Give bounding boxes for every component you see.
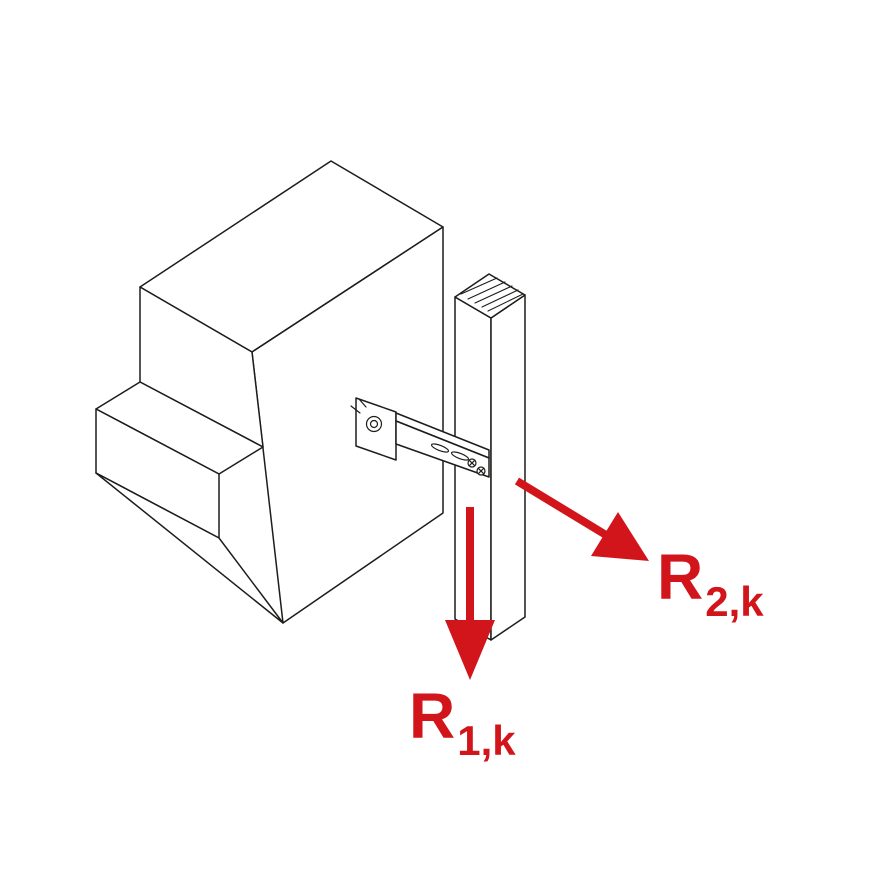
force-subscript-r2: 2,k	[705, 578, 764, 625]
bracket-screw	[476, 466, 486, 476]
force-subscript-r1: 1,k	[457, 717, 516, 764]
force-label-r2: R2,k	[657, 541, 764, 623]
post-right-face	[490, 294, 526, 641]
building-structure	[95, 160, 444, 624]
force-arrow-r2-diagonal	[514, 477, 649, 561]
force-label-r1: R1,k	[409, 680, 516, 762]
force-symbol-r2: R	[657, 541, 704, 613]
down-arrowhead	[445, 620, 495, 680]
bracket-arm-front-face	[395, 420, 490, 478]
post-end-grain-hatch	[460, 277, 524, 312]
diagonal-arrowhead	[591, 512, 649, 561]
force-arrow-r1-down	[445, 507, 495, 680]
angle-bracket	[350, 397, 490, 478]
stepped-base	[95, 286, 284, 624]
base-wedge	[95, 472, 284, 624]
bracket-arm	[395, 412, 490, 478]
bracket-slot	[450, 451, 470, 461]
bracket-bolt	[350, 398, 383, 433]
building-front-face	[251, 226, 444, 624]
arrow-shaft	[514, 477, 609, 539]
force-symbol-r1: R	[409, 680, 456, 752]
bracket-screw	[467, 458, 477, 468]
bracket-slot	[430, 443, 450, 453]
